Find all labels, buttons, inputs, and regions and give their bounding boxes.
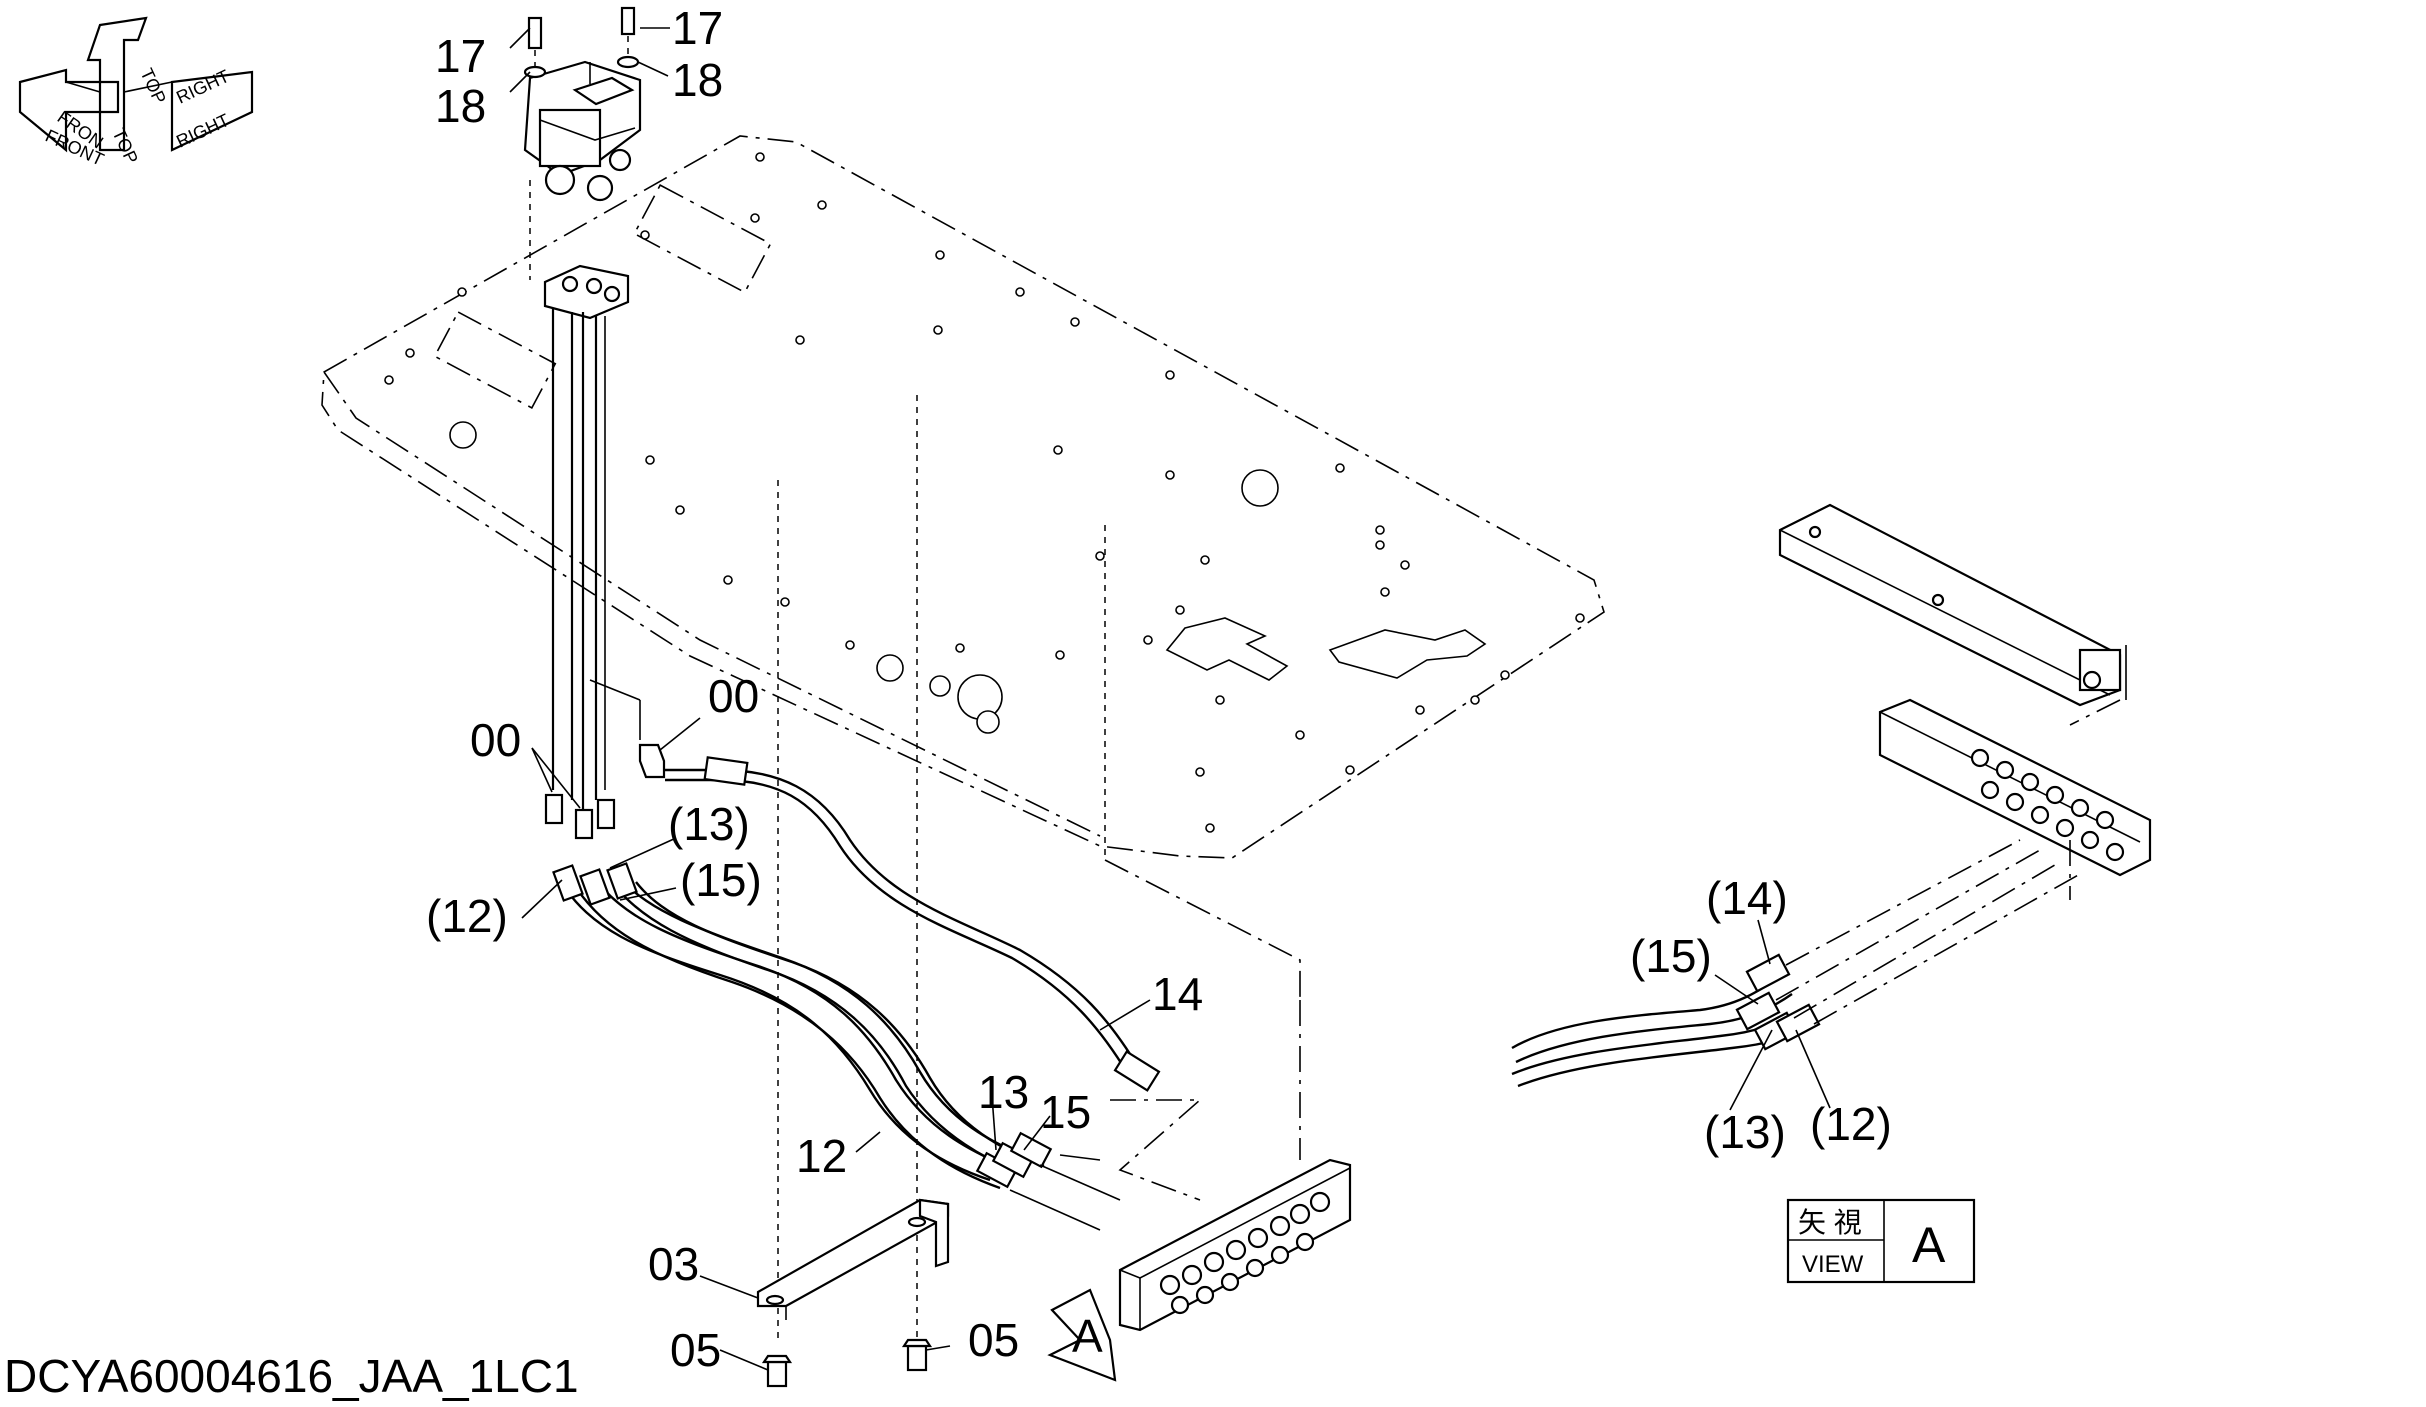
callout-05-left: 05 [670, 1324, 721, 1376]
callout-00-right: 00 [708, 670, 759, 722]
callout-12: 12 [796, 1130, 847, 1182]
fittings-00 [544, 743, 666, 840]
callout-leaders [509, 27, 1831, 1371]
callout-00-left: 00 [470, 714, 521, 766]
callout-17-left: 17 [435, 30, 486, 82]
hose-group [552, 756, 1161, 1231]
callout-14: 14 [1152, 968, 1203, 1020]
orientation-label-right-2: RIGHT [173, 110, 232, 152]
view-a-callout-12: (12) [1810, 1098, 1892, 1150]
view-a-callout-14: (14) [1706, 872, 1788, 924]
callout-17-right: 17 [672, 2, 723, 54]
valve-ports [1159, 1191, 1331, 1315]
callout-15: 15 [1040, 1086, 1091, 1138]
orientation-arrows-icon: TOP RIGHT FRONT FRON RIGHT TOP [18, 16, 254, 170]
floor-plate [321, 135, 1605, 859]
view-box-kanji: 矢 視 [1798, 1207, 1862, 1238]
callout-05-right: 05 [968, 1314, 1019, 1366]
drawing-code: DCYA60004616_JAA_1LC1 [4, 1350, 579, 1402]
callout-18-right: 18 [672, 54, 723, 106]
orientation-label-top-2: TOP [108, 125, 142, 167]
callout-13-ref: (13) [668, 798, 750, 850]
orientation-label-top: TOP [136, 65, 170, 107]
view-a-callout-15: (15) [1630, 930, 1712, 982]
callout-13: 13 [978, 1066, 1029, 1118]
plate-small-holes [384, 152, 1585, 833]
control-valve [1104, 859, 1352, 1332]
bracket-03 [756, 1198, 950, 1320]
view-box-letter: A [1912, 1217, 1946, 1273]
view-a-marker: A [1047, 1288, 1117, 1382]
callout-12-ref: (12) [426, 890, 508, 942]
view-a-detail [1511, 503, 2152, 1088]
callout-03: 03 [648, 1238, 699, 1290]
view-a-box: 矢 視 VIEW A [1786, 1198, 1976, 1284]
bolts-05 [761, 1338, 933, 1388]
callouts: 17 17 18 18 00 00 (13) (15) (12) 14 13 1… [426, 2, 1892, 1376]
port-leader-lines [551, 308, 1106, 1360]
callout-15-ref: (15) [680, 854, 762, 906]
manifold-ports [1970, 748, 2125, 862]
orientation-label-right: RIGHT [173, 66, 232, 108]
view-a-callout-13: (13) [1704, 1106, 1786, 1158]
view-box-view-label: VIEW [1802, 1251, 1864, 1278]
callout-18-left: 18 [435, 80, 486, 132]
pilot-valve-assembly [523, 6, 642, 320]
view-marker-letter: A [1072, 1310, 1103, 1362]
